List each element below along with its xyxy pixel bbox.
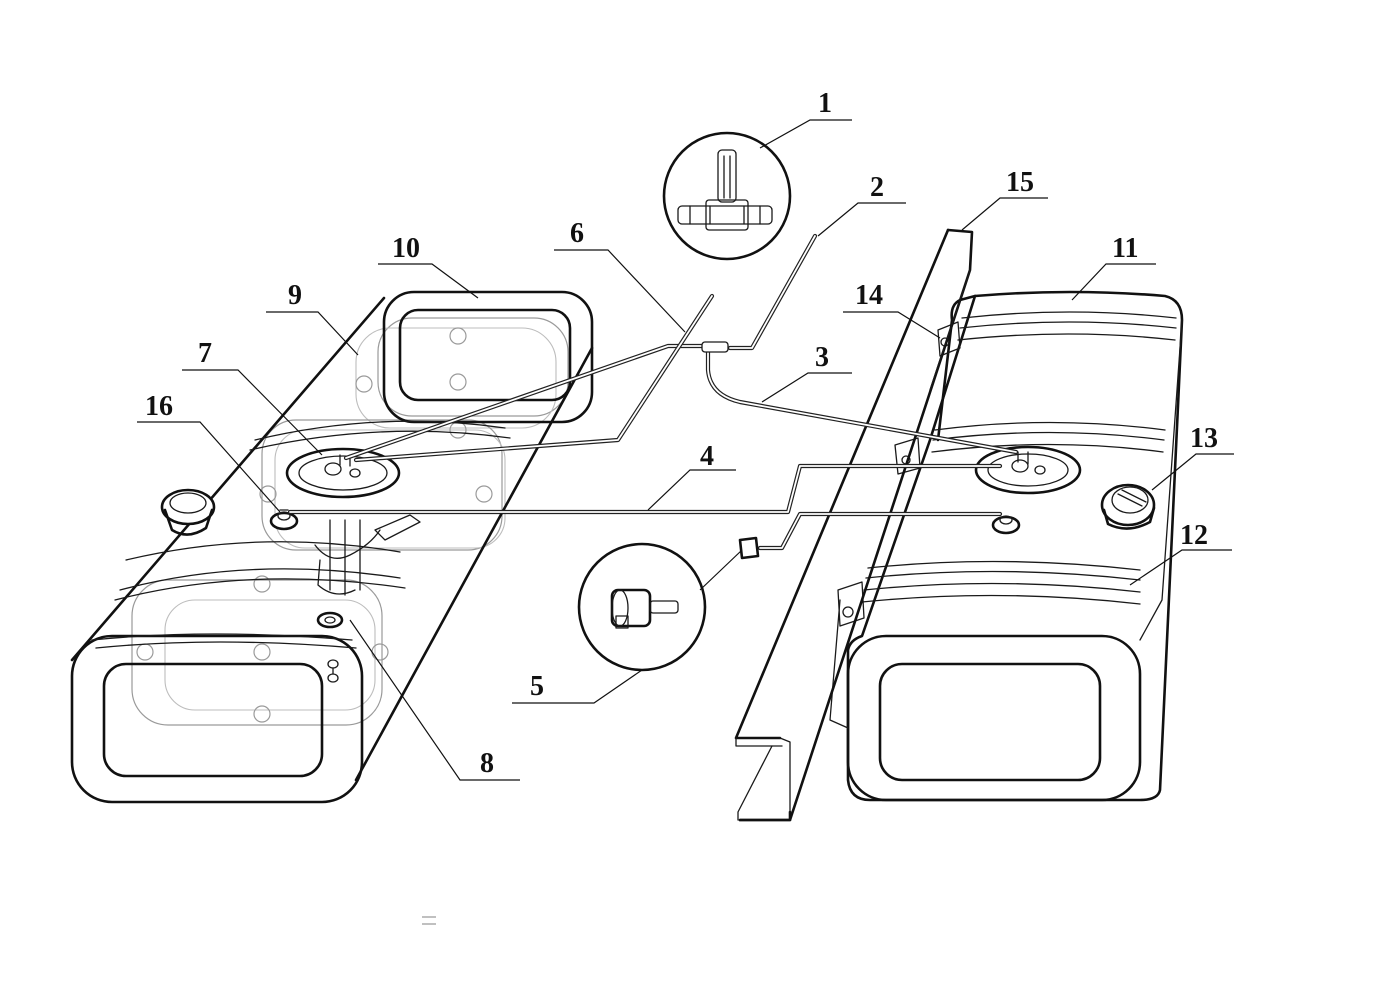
callout-14: 14 xyxy=(855,280,883,311)
stray-marks xyxy=(422,916,436,925)
left-fuel-tank xyxy=(70,290,594,804)
callout-15: 15 xyxy=(1006,167,1034,198)
callout-12: 12 xyxy=(1180,520,1208,551)
callout-2: 2 xyxy=(870,172,884,203)
right-tank-front-face xyxy=(846,634,1142,802)
callout-3: 3 xyxy=(815,342,829,373)
left-tank-sender-unit xyxy=(285,447,401,499)
callout-9: 9 xyxy=(288,280,302,311)
right-tank-sender-unit xyxy=(974,445,1082,495)
callout-13: 13 xyxy=(1190,423,1218,454)
frame-side-rail xyxy=(734,228,974,822)
left-tank-front-panel xyxy=(102,662,324,778)
left-tank-intake-assembly xyxy=(314,514,421,596)
callout-16: 16 xyxy=(145,391,173,422)
callout-7: 7 xyxy=(198,338,212,369)
callout-4: 4 xyxy=(700,441,714,472)
fuel-lines xyxy=(287,233,1019,560)
left-tank-level-sensor xyxy=(269,509,299,531)
detail-inset-vent-valve xyxy=(577,542,707,672)
callout-1: 1 xyxy=(818,88,832,119)
callout-5: 5 xyxy=(530,671,544,702)
callout-10: 10 xyxy=(392,233,420,264)
callout-leaders xyxy=(137,119,1234,781)
left-tank-rear-face xyxy=(382,290,594,424)
right-tank-front-panel xyxy=(878,662,1102,782)
callout-8: 8 xyxy=(480,748,494,779)
right-tank-filler-cap xyxy=(1100,483,1156,530)
left-tank-filler-neck xyxy=(160,488,216,536)
left-tank-front-face xyxy=(70,634,364,804)
left-tank-drain-fittings xyxy=(316,611,344,683)
right-tank-level-sensor xyxy=(991,515,1021,535)
right-fuel-tank xyxy=(829,290,1184,802)
detail-inset-tee-fitting xyxy=(662,131,792,261)
callout-6: 6 xyxy=(570,218,584,249)
callout-11: 11 xyxy=(1112,233,1138,264)
callout-labels: 1 2 3 4 5 6 7 8 9 10 11 12 13 14 15 16 xyxy=(145,88,1218,779)
